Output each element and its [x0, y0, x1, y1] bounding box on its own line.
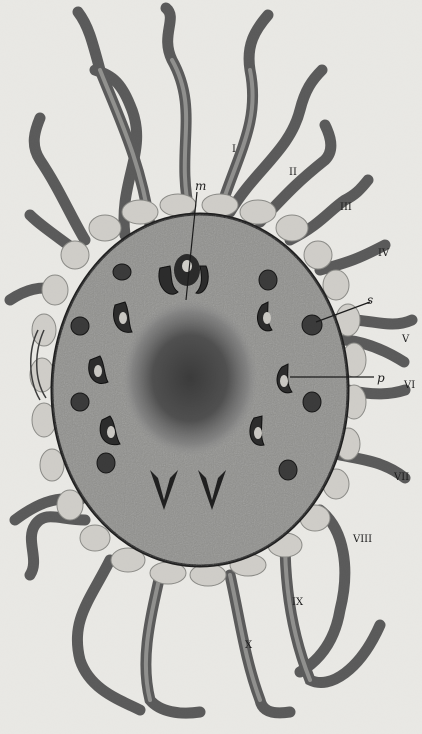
specimen-illustration: m s p I II III IV V VI VII VIII IX X [0, 0, 422, 734]
